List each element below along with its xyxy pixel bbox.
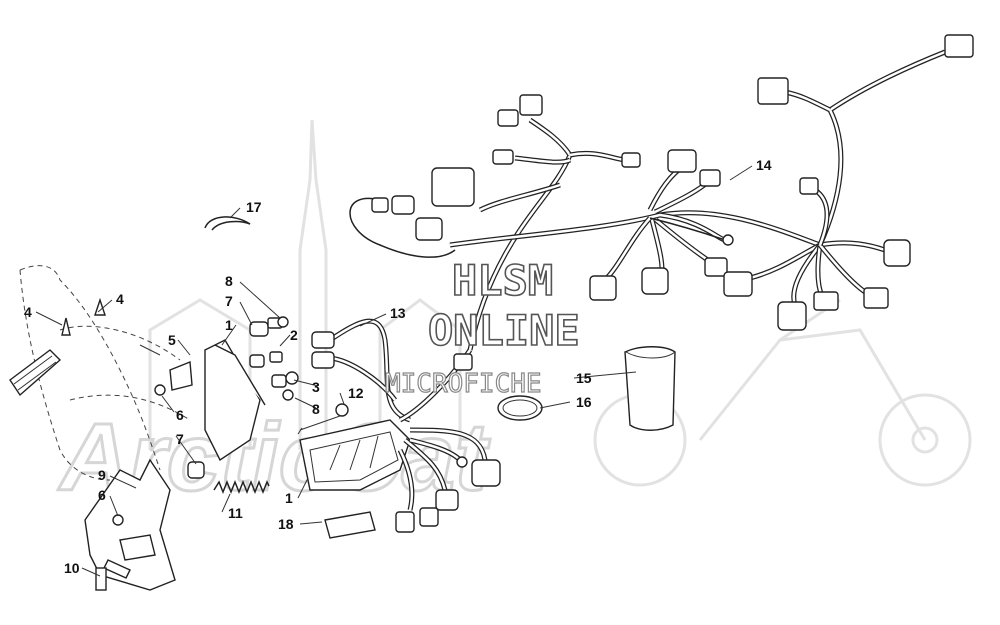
callout-11: 11 bbox=[228, 505, 243, 521]
callout-13: 13 bbox=[390, 305, 406, 321]
watermark-line2: ONLINE bbox=[428, 306, 580, 355]
callout-9: 9 bbox=[98, 467, 106, 483]
callout-7-lower: 7 bbox=[176, 431, 184, 447]
boot-and-clamp bbox=[497, 346, 676, 431]
callout-17: 17 bbox=[246, 199, 262, 215]
callout-2: 2 bbox=[290, 327, 298, 343]
lamp-pigtail-harness bbox=[311, 318, 501, 533]
callout-4-right: 4 bbox=[116, 291, 124, 307]
main-wiring-harness bbox=[349, 34, 974, 351]
label-sticker bbox=[324, 511, 376, 539]
callout-10: 10 bbox=[64, 560, 80, 576]
windshield-outline bbox=[9, 265, 191, 481]
callout-1-lower: 1 bbox=[285, 490, 293, 506]
callout-4-left: 4 bbox=[24, 304, 32, 320]
callout-6-lower: 6 bbox=[98, 487, 106, 503]
callout-3: 3 bbox=[312, 379, 320, 395]
headlamp bbox=[299, 419, 411, 491]
callout-18: 18 bbox=[278, 516, 294, 532]
callout-1-upper: 1 bbox=[225, 317, 233, 333]
callout-8-upper: 8 bbox=[225, 273, 233, 289]
watermark-line1: HLSM bbox=[452, 256, 553, 305]
callout-12: 12 bbox=[348, 385, 364, 401]
callout-14: 14 bbox=[756, 157, 772, 173]
callout-15: 15 bbox=[576, 370, 592, 386]
fasteners bbox=[187, 216, 349, 495]
callout-6-upper: 6 bbox=[176, 407, 184, 423]
callout-labels: 4 4 5 1 8 7 2 3 8 6 7 9 6 10 11 12 13 14… bbox=[24, 157, 772, 576]
headlight-bracket bbox=[61, 297, 266, 591]
callout-8-lower: 8 bbox=[312, 401, 320, 417]
watermark-line3: MICROFICHE bbox=[385, 369, 542, 399]
callout-5: 5 bbox=[168, 332, 176, 348]
leader-lines bbox=[35, 165, 753, 577]
callout-16: 16 bbox=[576, 394, 592, 410]
callout-7-upper: 7 bbox=[225, 293, 233, 309]
